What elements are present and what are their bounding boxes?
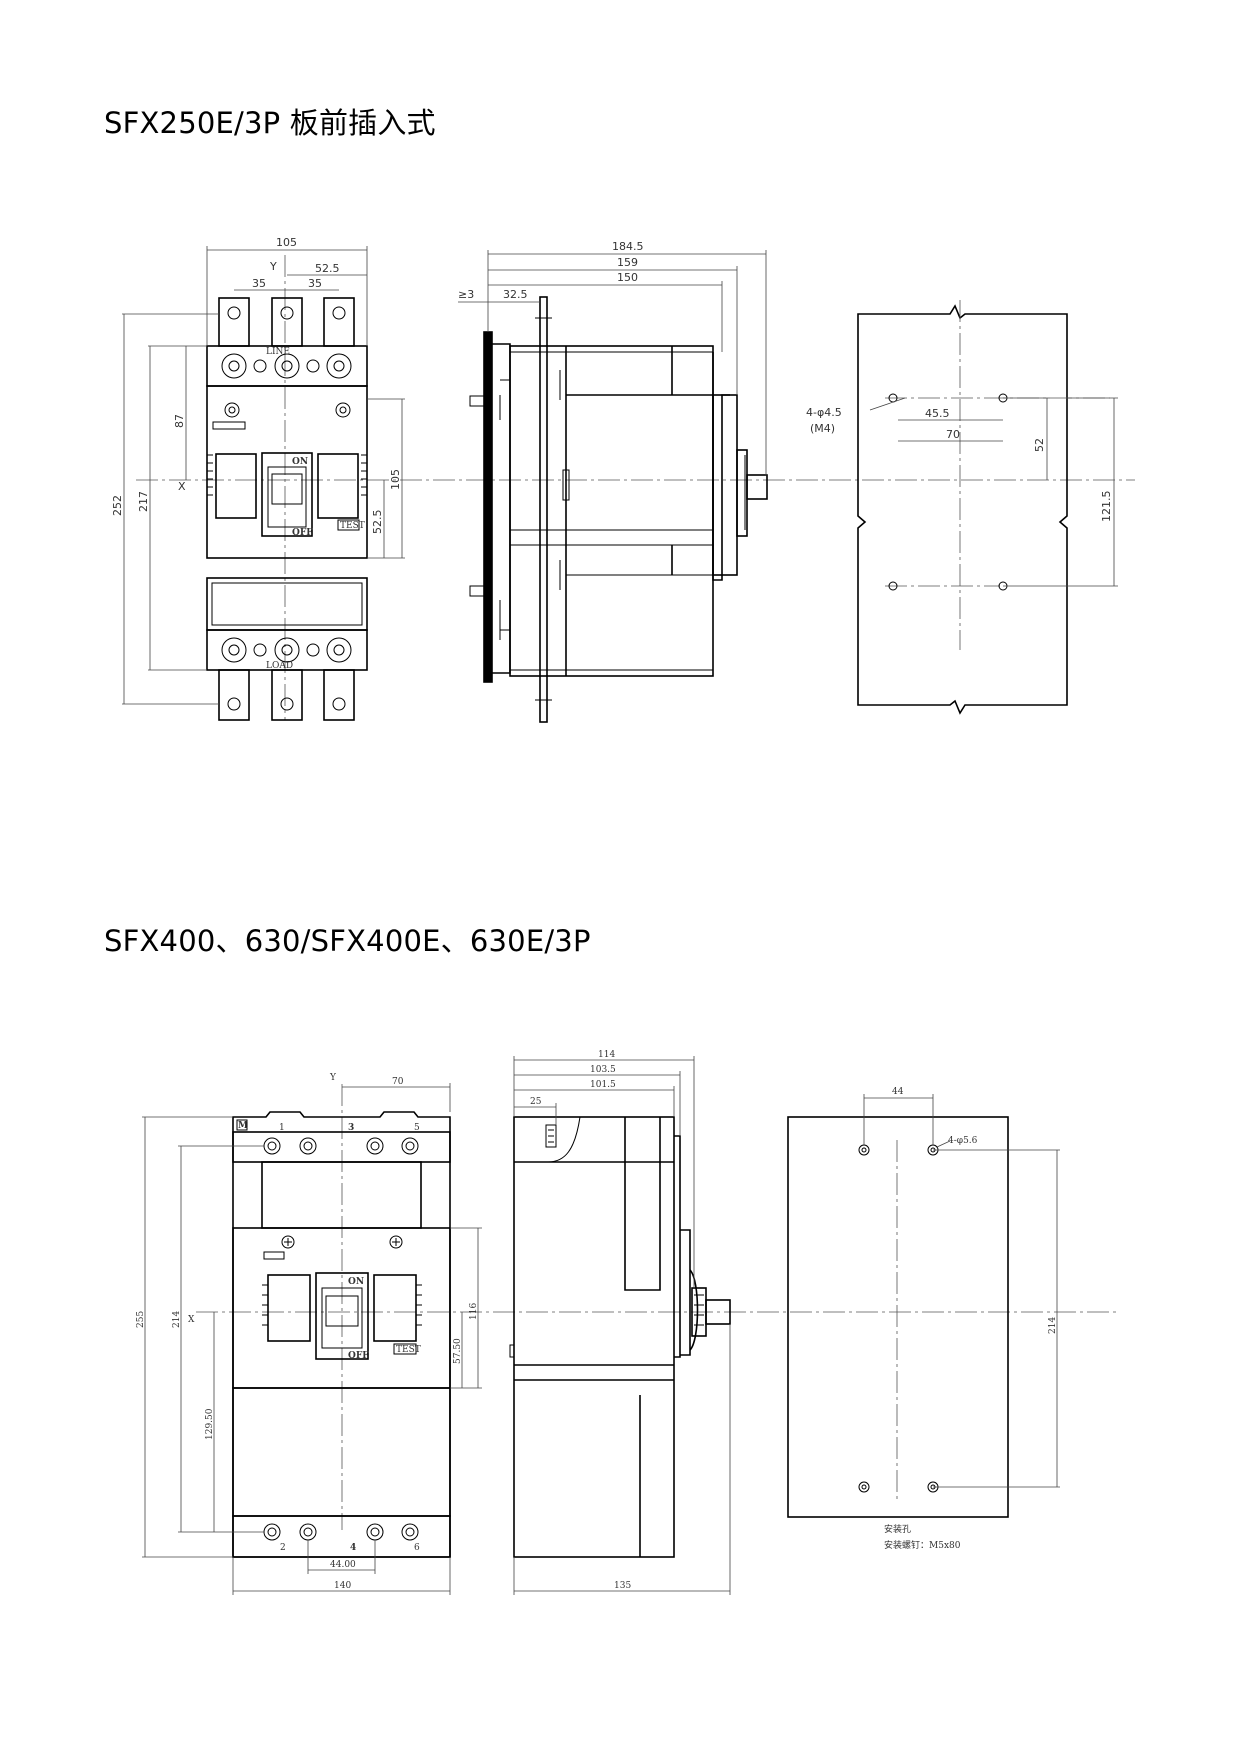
s2-front-dim-inner: 214 (172, 1311, 182, 1328)
s2-front-dim-right-outer: 116 (469, 1303, 479, 1320)
s1-test-label: TEST (340, 521, 365, 531)
s1-front-dim-half: 52.5 (315, 262, 340, 275)
s2-side-view: 114 103.5 101.5 25 135 (509, 1050, 731, 1595)
s1-front-dim-inner: 217 (137, 491, 150, 512)
s2-front-dim-bottom-inner: 44.00 (330, 1560, 356, 1570)
s1-hole-dim-3: 52 (1033, 438, 1046, 452)
s1-hole-dim-4: 121.5 (1100, 491, 1113, 523)
s1-hole-label-screw: (M4) (810, 422, 835, 435)
s2-front-dim-half: 70 (392, 1077, 404, 1087)
s1-side-dim-3: 150 (617, 271, 638, 284)
s1-front-dim-total: 252 (111, 495, 124, 516)
s2-front-view: M 1 3 5 ON OFF TEST (136, 1073, 1120, 1595)
section2-title: SFX400、630/SFX400E、630E/3P (104, 924, 591, 958)
s2-hole-note-2: 安装螺钉：M5x80 (884, 1539, 961, 1551)
s1-front-view: LINE ON OFF TEST LOAD (111, 236, 1135, 721)
s2-term-3: 3 (348, 1123, 354, 1133)
s1-front-dim-pitch2: 35 (308, 277, 322, 290)
s2-front-dim-bottom: 140 (334, 1581, 351, 1591)
s1-front-dim-pitch1: 35 (252, 277, 266, 290)
s1-side-dim-1: 184.5 (612, 240, 644, 253)
s1-side-dim-2: 159 (617, 256, 638, 269)
s1-hole-dim-2: 70 (946, 428, 960, 441)
s2-term-6: 6 (414, 1543, 420, 1553)
s2-side-dim-bottom: 135 (614, 1581, 631, 1591)
s2-front-dim-total: 255 (136, 1311, 146, 1328)
section1-title: SFX250E/3P 板前插入式 (104, 106, 436, 140)
s2-front-dim-y: Y (329, 1073, 337, 1083)
s1-hole-label-holes: 4-φ4.5 (806, 406, 842, 419)
s1-front-dim-right-outer: 105 (389, 469, 402, 490)
s2-on-label: ON (348, 1277, 364, 1287)
s2-hole-label-holes: 4-φ5.6 (948, 1136, 978, 1146)
s2-front-dim-right-inner: 57.50 (453, 1338, 463, 1364)
s1-hole-dim-1: 45.5 (925, 407, 950, 420)
s2-term-4: 4 (350, 1543, 356, 1553)
s1-on-label: ON (292, 457, 308, 467)
s2-hole-dim-top: 44 (892, 1087, 904, 1097)
s2-off-label: OFF (348, 1351, 369, 1361)
s2-side-dim-3: 101.5 (590, 1080, 616, 1090)
s1-side-dim-4: ≥3 (458, 288, 474, 301)
s1-hole-pattern: 4-φ4.5 (M4) 45.5 70 52 121.5 (806, 300, 1118, 715)
s1-load-label: LOAD (266, 661, 293, 671)
s2-side-dim-4: 25 (530, 1097, 542, 1107)
s2-term-5: 5 (414, 1123, 420, 1133)
s1-off-label: OFF (292, 528, 313, 538)
s2-test-label: TEST (396, 1345, 421, 1355)
s2-side-dim-1: 114 (598, 1050, 615, 1060)
s1-front-dim-right-inner: 52.5 (371, 510, 384, 535)
s1-side-dim-5: 32.5 (503, 288, 528, 301)
s2-hole-note-1: 安装孔 (884, 1523, 911, 1535)
s2-front-dim-x: X (188, 1315, 195, 1325)
s2-front-dim-lower: 129.50 (205, 1408, 215, 1440)
s2-m-label: M (238, 1121, 248, 1131)
s1-side-view: 184.5 159 150 ≥3 32.5 (458, 240, 768, 723)
s1-line-label: LINE (266, 347, 290, 357)
s1-front-dim-width: 105 (276, 236, 297, 249)
s1-front-dim-x: X (178, 480, 186, 493)
s2-side-dim-2: 103.5 (590, 1065, 616, 1075)
s2-hole-pattern: 44 214 4-φ5.6 安装孔 安装螺钉：M5x80 (787, 1087, 1060, 1551)
s1-front-dim-y: Y (269, 260, 277, 273)
s2-term-2: 2 (280, 1543, 286, 1553)
s2-hole-dim-right: 214 (1048, 1317, 1058, 1334)
s2-term-1: 1 (279, 1123, 285, 1133)
s1-front-dim-upper: 87 (173, 414, 186, 428)
